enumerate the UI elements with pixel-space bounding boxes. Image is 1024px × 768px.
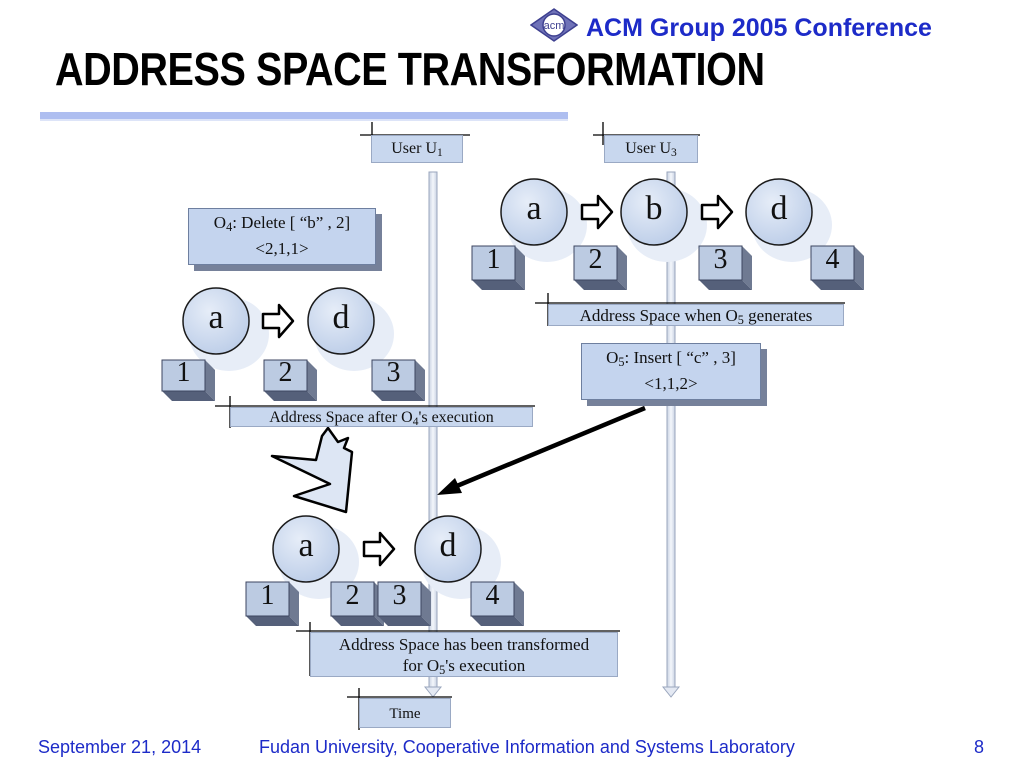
conference-name: ACM Group 2005 Conference <box>586 14 932 42</box>
slide-title: ADDRESS SPACE TRANSFORMATION <box>55 43 765 95</box>
op5-box: O5: Insert [ “c” , 3] <1,1,2> <box>581 343 761 400</box>
u3-sequence <box>500 178 832 262</box>
u1-top-index-3: 3 <box>386 357 401 388</box>
op5-delivery-arrow <box>437 405 646 495</box>
u1-top-char-d: d <box>332 299 350 336</box>
u3-char-b: b <box>645 190 663 227</box>
index-cubes <box>161 245 864 626</box>
caption-u1-transformed: Address Space has been transformed for O… <box>310 632 618 677</box>
u1-bottom-char-d: d <box>439 527 457 564</box>
u3-char-a: a <box>526 190 542 227</box>
u1-top-sequence <box>182 287 394 371</box>
caption-u3-address-space: Address Space when O5 generates <box>548 304 844 327</box>
timeline-user1 <box>423 171 443 698</box>
u1-bottom-index-2: 2 <box>345 580 360 611</box>
u1-top-char-a: a <box>208 299 224 336</box>
u3-index-1: 1 <box>486 244 501 275</box>
acm-logo-icon: acm <box>530 8 578 42</box>
transform-arrow-icon <box>270 426 354 514</box>
u1-bottom-index-3: 3 <box>392 580 407 611</box>
timeline-user3 <box>661 171 681 698</box>
footer-page-number: 8 <box>974 737 985 757</box>
op4-line1: O4: Delete [ “b” , 2] <box>213 213 351 235</box>
acm-logo-text: acm <box>544 20 565 32</box>
u3-index-4: 4 <box>825 244 840 275</box>
u1-top-index-1: 1 <box>176 357 191 388</box>
u1-bottom-char-a: a <box>298 527 314 564</box>
op5-line2: <1,1,2> <box>644 374 698 394</box>
time-label: Time <box>359 698 451 728</box>
u3-char-d: d <box>770 190 788 227</box>
u1-bottom-index-4: 4 <box>485 580 500 611</box>
caption-u1-after-o4: Address Space after O4's execution <box>230 407 533 428</box>
footer-lab: Fudan University, Cooperative Informatio… <box>259 737 795 757</box>
user1-header: User U1 <box>371 135 463 163</box>
u3-index-3: 3 <box>713 244 728 275</box>
u1-bottom-sequence <box>272 515 501 599</box>
op5-line1: O5: Insert [ “c” , 3] <box>606 348 736 370</box>
op4-line2: <2,1,1> <box>255 239 309 259</box>
u3-index-2: 2 <box>588 244 603 275</box>
user3-header: User U3 <box>604 135 698 163</box>
footer-date: September 21, 2014 <box>38 737 202 757</box>
u1-bottom-index-1: 1 <box>260 580 275 611</box>
title-underline-shade <box>40 119 568 121</box>
op4-box: O4: Delete [ “b” , 2] <2,1,1> <box>188 208 376 265</box>
u1-top-index-2: 2 <box>278 357 293 388</box>
title-underline <box>40 112 568 119</box>
